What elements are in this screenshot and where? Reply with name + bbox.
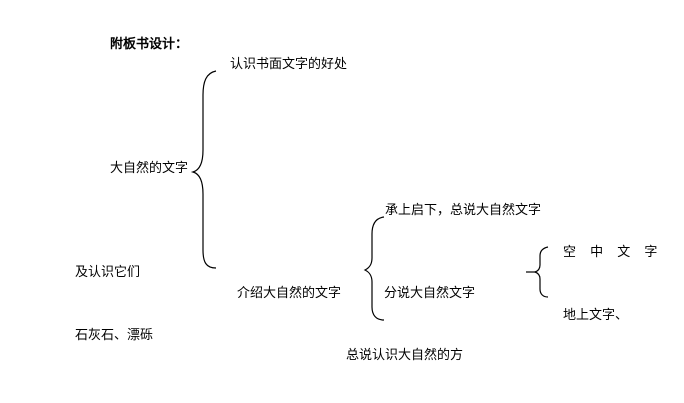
intro-point-2: 分说大自然文字 <box>384 286 476 301</box>
brace-sub <box>533 246 549 298</box>
brace-root <box>190 70 217 269</box>
brace-intro <box>363 216 385 321</box>
left-note-2: 石灰石、漂砾 <box>75 328 154 343</box>
intro-point-1: 承上启下，总说大自然文字 <box>385 203 542 218</box>
branch-top-label: 认识书面文字的好处 <box>230 57 348 72</box>
root-label: 大自然的文字 <box>110 161 189 176</box>
footer-text: 总说认识大自然的方 <box>346 348 464 363</box>
heading: 附板书设计： <box>110 37 189 52</box>
left-note-1: 及认识它们 <box>75 265 141 280</box>
branch-bottom-label: 介绍大自然的文字 <box>237 286 342 301</box>
sub-sky-label: 空 中 文 字 <box>563 245 663 260</box>
sub-ground-label: 地上文字、 <box>563 308 629 323</box>
